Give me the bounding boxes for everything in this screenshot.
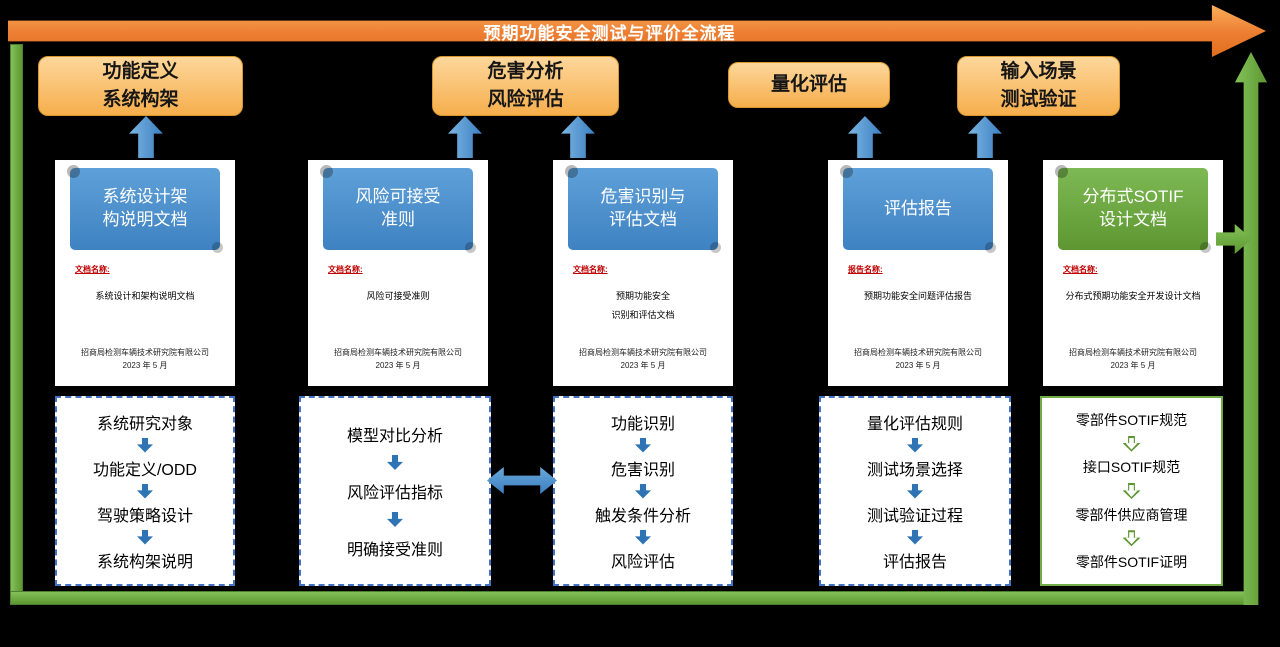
document-risk-acceptance: 风险可接受 准则 文档名称: 风险可接受准则 招商局检测车辆技术研究院有限公司 … bbox=[308, 160, 488, 386]
flow-step: 风险评估指标 bbox=[346, 485, 443, 502]
flow-system-definition: 系统研究对象 功能定义/ODD 驾驶策略设计 系统构架说明 bbox=[55, 396, 235, 586]
stage-quantitative-evaluation: 量化评估 bbox=[728, 62, 890, 108]
down-arrow-icon bbox=[137, 437, 153, 453]
document-company: 招商局检测车辆技术研究院有限公司 bbox=[334, 348, 462, 357]
document-evaluation-report: 评估报告 报告名称: 预期功能安全问题评估报告 招商局检测车辆技术研究院有限公司… bbox=[828, 160, 1008, 386]
feedback-loop-left-bar bbox=[10, 44, 23, 605]
document-date: 2023 年 5 月 bbox=[375, 361, 421, 370]
document-scroll-banner: 危害识别与 评估文档 bbox=[565, 165, 721, 253]
document-title: 系统设计和架构说明文档 bbox=[95, 291, 195, 301]
process-title: 预期功能安全测试与评价全流程 bbox=[483, 23, 736, 43]
document-title: 风险可接受准则 bbox=[366, 291, 430, 301]
document-scroll-banner: 分布式SOTIF 设计文档 bbox=[1055, 165, 1211, 253]
flow-step: 测试验证过程 bbox=[866, 508, 963, 525]
flow-step: 功能识别 bbox=[610, 416, 675, 433]
up-arrow-icon bbox=[848, 116, 882, 158]
banner-line: 准则 bbox=[381, 210, 415, 229]
flow-step: 零部件SOTIF规范 bbox=[1075, 412, 1188, 428]
down-arrow-icon bbox=[907, 437, 923, 453]
flow-step: 系统构架说明 bbox=[96, 554, 193, 571]
banner-line: 评估文档 bbox=[609, 210, 677, 229]
document-title: 预期功能安全问题评估报告 bbox=[863, 291, 972, 301]
flow-step: 量化评估规则 bbox=[866, 416, 963, 433]
banner-line: 构说明文档 bbox=[102, 210, 188, 229]
document-date: 2023 年 5 月 bbox=[1110, 361, 1156, 370]
left-right-arrow-icon bbox=[487, 467, 557, 494]
stage-scenario-test-verification: 输入场景 测试验证 bbox=[957, 56, 1120, 116]
document-system-design: 系统设计架 构说明文档 文档名称: 系统设计和架构说明文档 招商局检测车辆技术研… bbox=[55, 160, 235, 386]
document-field-label: 文档名称: bbox=[573, 265, 608, 274]
down-arrow-icon bbox=[635, 437, 651, 453]
banner-line: 系统设计架 bbox=[102, 187, 188, 207]
banner-line: 分布式SOTIF bbox=[1082, 187, 1184, 207]
feedback-loop-bottom-bar bbox=[10, 591, 1258, 605]
flow-step: 触发条件分析 bbox=[594, 508, 691, 525]
stage-function-definition: 功能定义 系统构架 bbox=[38, 56, 243, 116]
flow-risk-criteria: 模型对比分析 风险评估指标 明确接受准则 bbox=[299, 396, 491, 586]
document-scroll-banner: 系统设计架 构说明文档 bbox=[67, 165, 223, 253]
down-arrow-icon bbox=[387, 512, 403, 527]
stage-label-line: 系统构架 bbox=[102, 89, 179, 110]
down-arrow-outline-icon bbox=[1122, 530, 1141, 547]
document-date: 2023 年 5 月 bbox=[895, 361, 941, 370]
banner-line: 评估报告 bbox=[884, 198, 952, 218]
flow-step: 模型对比分析 bbox=[346, 428, 443, 445]
flow-step: 评估报告 bbox=[882, 554, 947, 571]
flow-step: 风险评估 bbox=[610, 554, 675, 571]
down-arrow-icon bbox=[137, 529, 153, 545]
document-field-label: 文档名称: bbox=[75, 265, 110, 274]
flow-step: 系统研究对象 bbox=[96, 416, 193, 433]
up-arrow-icon bbox=[448, 116, 482, 158]
flow-step: 零部件SOTIF证明 bbox=[1075, 553, 1188, 570]
down-arrow-icon bbox=[635, 529, 651, 545]
stage-label-line: 功能定义 bbox=[102, 61, 179, 83]
document-distributed-sotif-design: 分布式SOTIF 设计文档 文档名称: 分布式预期功能安全开发设计文档 招商局检… bbox=[1043, 160, 1223, 386]
document-company: 招商局检测车辆技术研究院有限公司 bbox=[81, 348, 209, 357]
flow-step: 接口SOTIF规范 bbox=[1082, 459, 1181, 476]
document-field-label: 文档名称: bbox=[328, 265, 363, 274]
down-arrow-icon bbox=[907, 483, 923, 499]
flow-quantitative-evaluation: 量化评估规则 测试场景选择 测试验证过程 评估报告 bbox=[819, 396, 1011, 586]
banner-line: 风险可接受 bbox=[355, 187, 441, 207]
up-arrow-icon bbox=[129, 116, 163, 158]
stage-label-line: 输入场景 bbox=[1000, 61, 1077, 83]
process-title-arrow-icon: 预期功能安全测试与评价全流程 bbox=[8, 5, 1266, 57]
flow-component-sotif: 零部件SOTIF规范 接口SOTIF规范 零部件供应商管理 零部件SOTIF证明 bbox=[1040, 396, 1223, 586]
document-title: 预期功能安全 识别和评估文档 bbox=[611, 291, 675, 320]
down-arrow-icon bbox=[387, 455, 403, 470]
document-field-label: 报告名称: bbox=[848, 265, 883, 274]
down-arrow-icon bbox=[635, 483, 651, 499]
up-arrow-icon bbox=[561, 116, 595, 158]
document-company: 招商局检测车辆技术研究院有限公司 bbox=[1069, 348, 1197, 357]
banner-line: 设计文档 bbox=[1099, 210, 1167, 229]
down-arrow-outline-icon bbox=[1122, 482, 1141, 499]
flow-step: 功能定义/ODD bbox=[92, 462, 197, 479]
stage-label-line: 测试验证 bbox=[1000, 89, 1077, 110]
down-arrow-icon bbox=[907, 529, 923, 545]
flow-step: 测试场景选择 bbox=[866, 462, 963, 479]
document-hazard-identification: 危害识别与 评估文档 文档名称: 预期功能安全 识别和评估文档 招商局检测车辆技… bbox=[553, 160, 733, 386]
stage-hazard-analysis: 危害分析 风险评估 bbox=[432, 56, 619, 116]
flow-step: 危害识别 bbox=[610, 462, 675, 479]
document-title: 分布式预期功能安全开发设计文档 bbox=[1065, 291, 1201, 301]
banner-line: 危害识别与 bbox=[600, 187, 686, 207]
document-company: 招商局检测车辆技术研究院有限公司 bbox=[579, 348, 707, 357]
flow-step: 明确接受准则 bbox=[346, 542, 443, 559]
stage-label-line: 危害分析 bbox=[487, 61, 564, 83]
document-scroll-banner: 风险可接受 准则 bbox=[320, 165, 476, 253]
flow-step: 零部件供应商管理 bbox=[1075, 506, 1188, 523]
feedback-loop-up-arrow-icon bbox=[1235, 52, 1267, 605]
stage-label-line: 量化评估 bbox=[770, 74, 847, 96]
document-scroll-banner: 评估报告 bbox=[840, 165, 996, 253]
document-field-label: 文档名称: bbox=[1063, 265, 1098, 274]
document-date: 2023 年 5 月 bbox=[620, 361, 666, 370]
down-arrow-outline-icon bbox=[1122, 435, 1141, 452]
document-company: 招商局检测车辆技术研究院有限公司 bbox=[854, 348, 982, 357]
up-arrow-icon bbox=[968, 116, 1002, 158]
stage-label-line: 风险评估 bbox=[487, 89, 564, 110]
down-arrow-icon bbox=[137, 483, 153, 499]
document-date: 2023 年 5 月 bbox=[122, 361, 168, 370]
flow-step: 驾驶策略设计 bbox=[96, 508, 193, 525]
flow-hazard-analysis: 功能识别 危害识别 触发条件分析 风险评估 bbox=[553, 396, 733, 586]
